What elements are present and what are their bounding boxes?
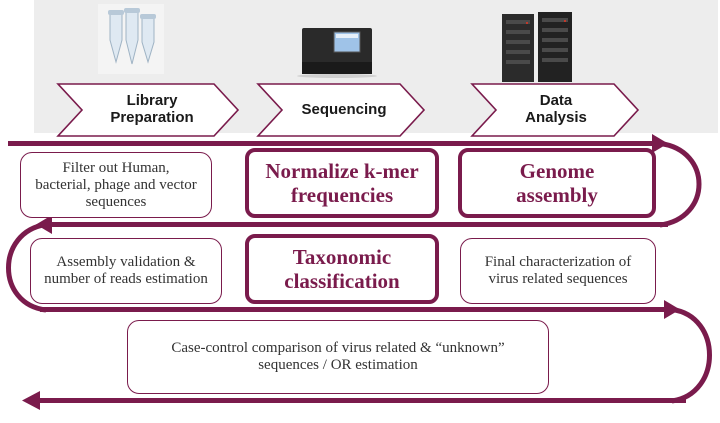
arrow-row2	[48, 222, 668, 227]
stage-label-data-analysis: Data Analysis	[525, 92, 587, 126]
box-filter-text: Filter out Human, bacterial, phage and v…	[35, 159, 197, 210]
sequencer-icon	[297, 28, 377, 78]
box-assembly-text: Genome assembly	[516, 159, 598, 207]
u-turn-right	[659, 141, 702, 228]
chevron-sequencing	[256, 83, 426, 137]
arrow-row3	[40, 307, 672, 312]
box-validation: Assembly validation & number of reads es…	[30, 238, 222, 304]
test-tubes-icon	[98, 4, 164, 74]
stage-label-library: Library Preparation	[110, 92, 194, 126]
arrow-row1	[8, 141, 658, 146]
chevron-data-analysis	[470, 83, 640, 137]
arrow-bottom	[36, 398, 686, 403]
box-characterization-text: Final characterization of virus related …	[484, 254, 632, 287]
server-rack-icon	[502, 12, 572, 82]
box-filter: Filter out Human, bacterial, phage and v…	[20, 152, 212, 218]
box-comparison: Case-control comparison of virus related…	[127, 320, 549, 394]
u-turn-right-2	[671, 307, 712, 404]
arrowhead-bottom	[22, 391, 40, 410]
box-comparison-text: Case-control comparison of virus related…	[171, 340, 505, 373]
box-assembly: Genome assembly	[458, 148, 656, 218]
u-turn-left	[6, 222, 47, 313]
chevron-library	[56, 83, 240, 137]
box-normalize-text: Normalize k-mer frequencies	[265, 159, 419, 207]
stage-label-sequencing: Sequencing	[301, 101, 387, 118]
box-validation-text: Assembly validation & number of reads es…	[44, 254, 208, 287]
box-taxonomic: Taxonomic classification	[245, 234, 439, 304]
box-taxonomic-text: Taxonomic classification	[284, 245, 400, 293]
box-characterization: Final characterization of virus related …	[460, 238, 656, 304]
box-normalize: Normalize k-mer frequencies	[245, 148, 439, 218]
